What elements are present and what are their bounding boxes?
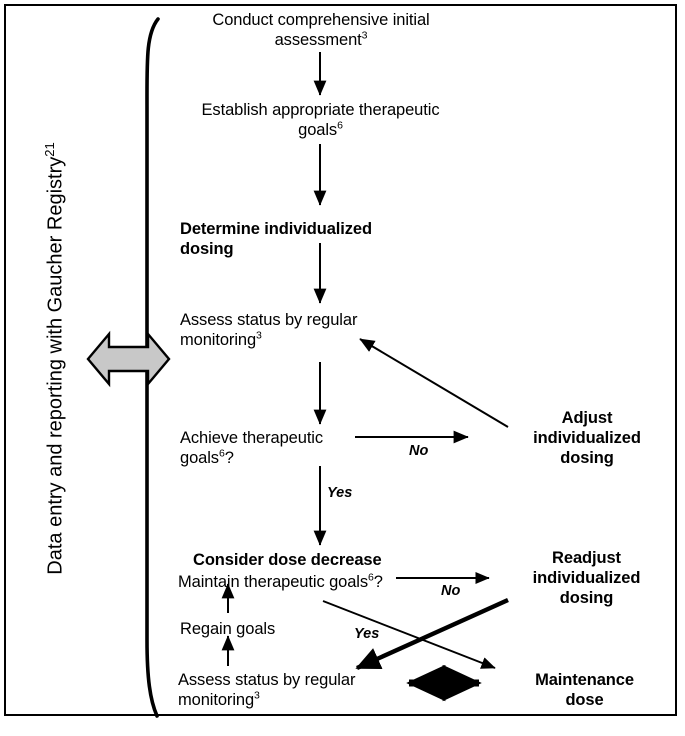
node-readjust-dosing-line2: individualized [532, 569, 641, 588]
edge-label-yes-maintain: Yes [354, 626, 380, 642]
node-achieve-goals-line2: goals6? [180, 447, 234, 468]
node-determine-dosing-line1: Determine individualized [180, 220, 372, 238]
node-maintenance-dose-line2: dose [565, 691, 604, 710]
node-conduct-assessment-line2: assessment3 [274, 29, 368, 50]
node-assess-status-top-line1: Assess status by regular [180, 311, 358, 329]
node-assess-status-bottom: Assess status by regular monitoring3 [178, 670, 428, 710]
node-consider-dose-decrease: Consider dose decrease [193, 550, 483, 570]
node-readjust-dosing-line1: Readjust [552, 549, 621, 567]
node-maintenance-dose-line1: Maintenance [535, 671, 634, 689]
node-maintain-goals-line1: Maintain therapeutic goals6? [178, 571, 383, 591]
node-consider-dose-decrease-line1: Consider dose decrease [193, 551, 382, 569]
side-label-text: Data entry and reporting with Gaucher Re… [44, 156, 67, 575]
edge-label-yes-achieve: Yes [327, 485, 353, 501]
node-establish-goals-line1: Establish appropriate therapeutic [201, 101, 440, 119]
node-assess-status-bottom-line1: Assess status by regular [178, 671, 356, 689]
node-adjust-dosing-line3: dosing [560, 449, 614, 468]
node-determine-dosing: Determine individualized dosing [180, 219, 440, 259]
node-establish-goals-line2: goals6 [298, 119, 343, 140]
node-establish-goals: Establish appropriate therapeutic goals6 [168, 100, 473, 140]
node-readjust-dosing: Readjust individualized dosing [504, 548, 669, 608]
side-label-superscript: 21 [41, 142, 57, 157]
node-assess-status-top-line2: monitoring3 [180, 329, 262, 350]
node-assess-status-bottom-line2: monitoring3 [178, 689, 260, 710]
node-achieve-goals-line1: Achieve therapeutic [180, 429, 324, 447]
node-adjust-dosing-line2: individualized [533, 429, 641, 448]
node-determine-dosing-line2: dosing [180, 240, 234, 259]
node-achieve-goals: Achieve therapeutic goals6? [180, 428, 410, 468]
node-maintain-goals: Maintain therapeutic goals6? [178, 572, 438, 592]
side-label-registry: Data entry and reporting with Gaucher Re… [41, 49, 68, 669]
node-regain-goals-line1: Regain goals [180, 620, 276, 638]
node-maintenance-dose: Maintenance dose [497, 670, 672, 710]
node-assess-status-top: Assess status by regular monitoring3 [180, 310, 430, 350]
node-readjust-dosing-line3: dosing [559, 589, 614, 608]
node-adjust-dosing: Adjust individualized dosing [507, 408, 667, 468]
edge-label-no-maintain: No [441, 583, 461, 599]
edge-label-no-achieve: No [409, 443, 429, 459]
node-adjust-dosing-line1: Adjust [561, 409, 613, 427]
node-regain-goals: Regain goals [180, 619, 340, 639]
node-conduct-assessment-line1: Conduct comprehensive initial [212, 11, 430, 29]
node-conduct-assessment: Conduct comprehensive initial assessment… [182, 10, 460, 50]
